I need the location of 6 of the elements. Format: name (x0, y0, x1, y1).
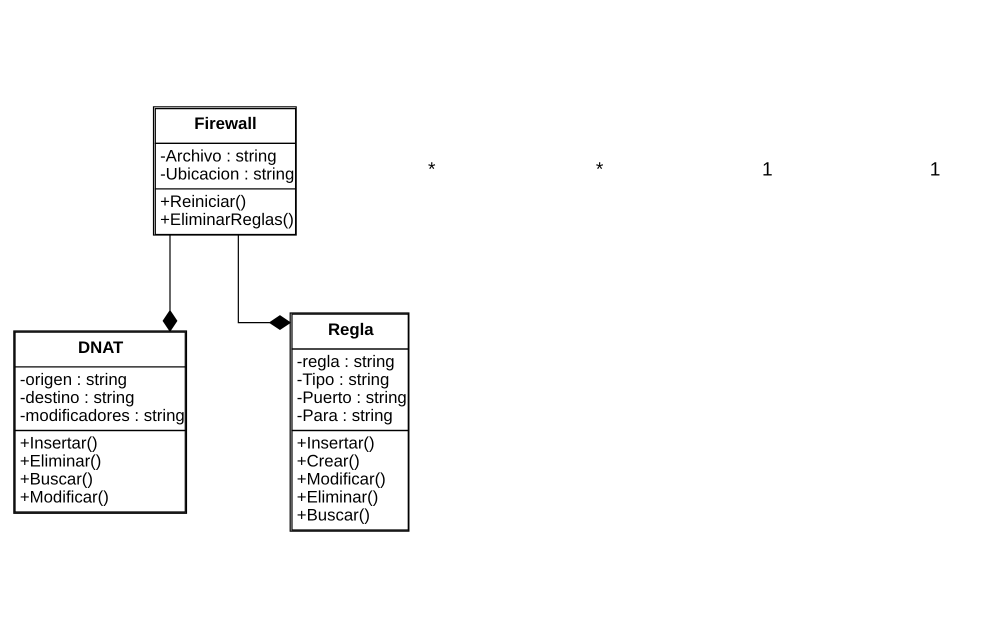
label: * (596, 159, 604, 180)
label: 1 (762, 159, 773, 180)
connector (162, 235, 178, 332)
label: * (428, 159, 436, 180)
label: 1 (930, 159, 940, 180)
connector (238, 235, 292, 330)
